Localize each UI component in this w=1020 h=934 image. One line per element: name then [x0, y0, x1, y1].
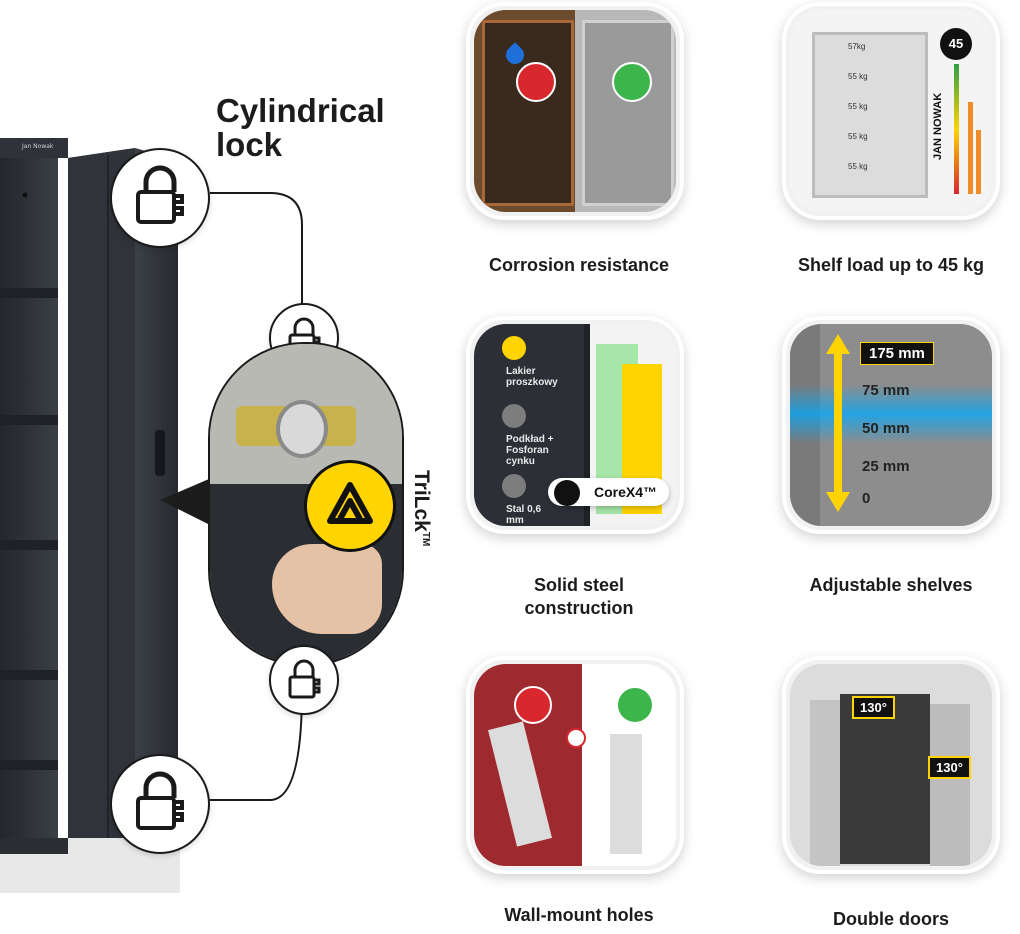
happy-face-icon	[612, 62, 652, 102]
warning-icon	[566, 728, 586, 748]
sad-face-icon	[514, 686, 552, 724]
arrow-down-icon	[826, 492, 850, 512]
tile-solid-steel: Lakier proszkowy Podkład + Fosforan cynk…	[466, 316, 684, 534]
trilock-label: TriLckTM	[410, 470, 433, 547]
trilock-logo-icon	[304, 460, 396, 552]
caption-solid-steel: Solid steel construction	[524, 575, 634, 618]
happy-face-icon	[616, 686, 654, 724]
corex-logo-icon	[554, 480, 580, 506]
padlock-icon-mid-bottom	[269, 645, 339, 715]
title-line-2: lock	[216, 126, 283, 163]
angle-badge-right: 130°	[928, 756, 971, 779]
caption-double-doors: Double doors	[833, 909, 949, 929]
caption-corrosion: Corrosion resistance	[488, 255, 670, 275]
primer-icon	[502, 404, 526, 428]
cylindrical-lock-title: Cylindrical lock	[216, 94, 385, 162]
padlock-icon-bottom-large	[110, 754, 210, 854]
caption-wall-mount: Wall-mount holes	[504, 905, 654, 925]
padlock-icon-top-large	[110, 148, 210, 248]
height-badge: 175 mm	[860, 342, 934, 365]
weight-badge: 45	[940, 28, 972, 60]
caption-shelf-load: Shelf load up to 45 kg	[797, 255, 985, 275]
tile-shelf-load: 57kg 55 kg 55 kg 55 kg 55 kg 45 JAN NOWA…	[782, 2, 1000, 220]
tile-double-doors: 130° 130°	[782, 656, 1000, 874]
cabinet-image: Jan Nowak	[0, 0, 200, 929]
steel-icon	[502, 474, 526, 498]
sad-face-icon	[516, 62, 556, 102]
caption-adjustable-shelves: Adjustable shelves	[809, 575, 973, 595]
arrow-up-icon	[826, 334, 850, 354]
spray-paint-icon	[502, 336, 526, 360]
cabinet-brand: Jan Nowak	[22, 143, 54, 150]
tile-adjustable-shelves: 175 mm 75 mm 50 mm 25 mm 0	[782, 316, 1000, 534]
tile-corrosion	[466, 2, 684, 220]
tile-wall-mount	[466, 656, 684, 874]
angle-badge-left: 130°	[852, 696, 895, 719]
title-line-1: Cylindrical	[216, 92, 385, 129]
